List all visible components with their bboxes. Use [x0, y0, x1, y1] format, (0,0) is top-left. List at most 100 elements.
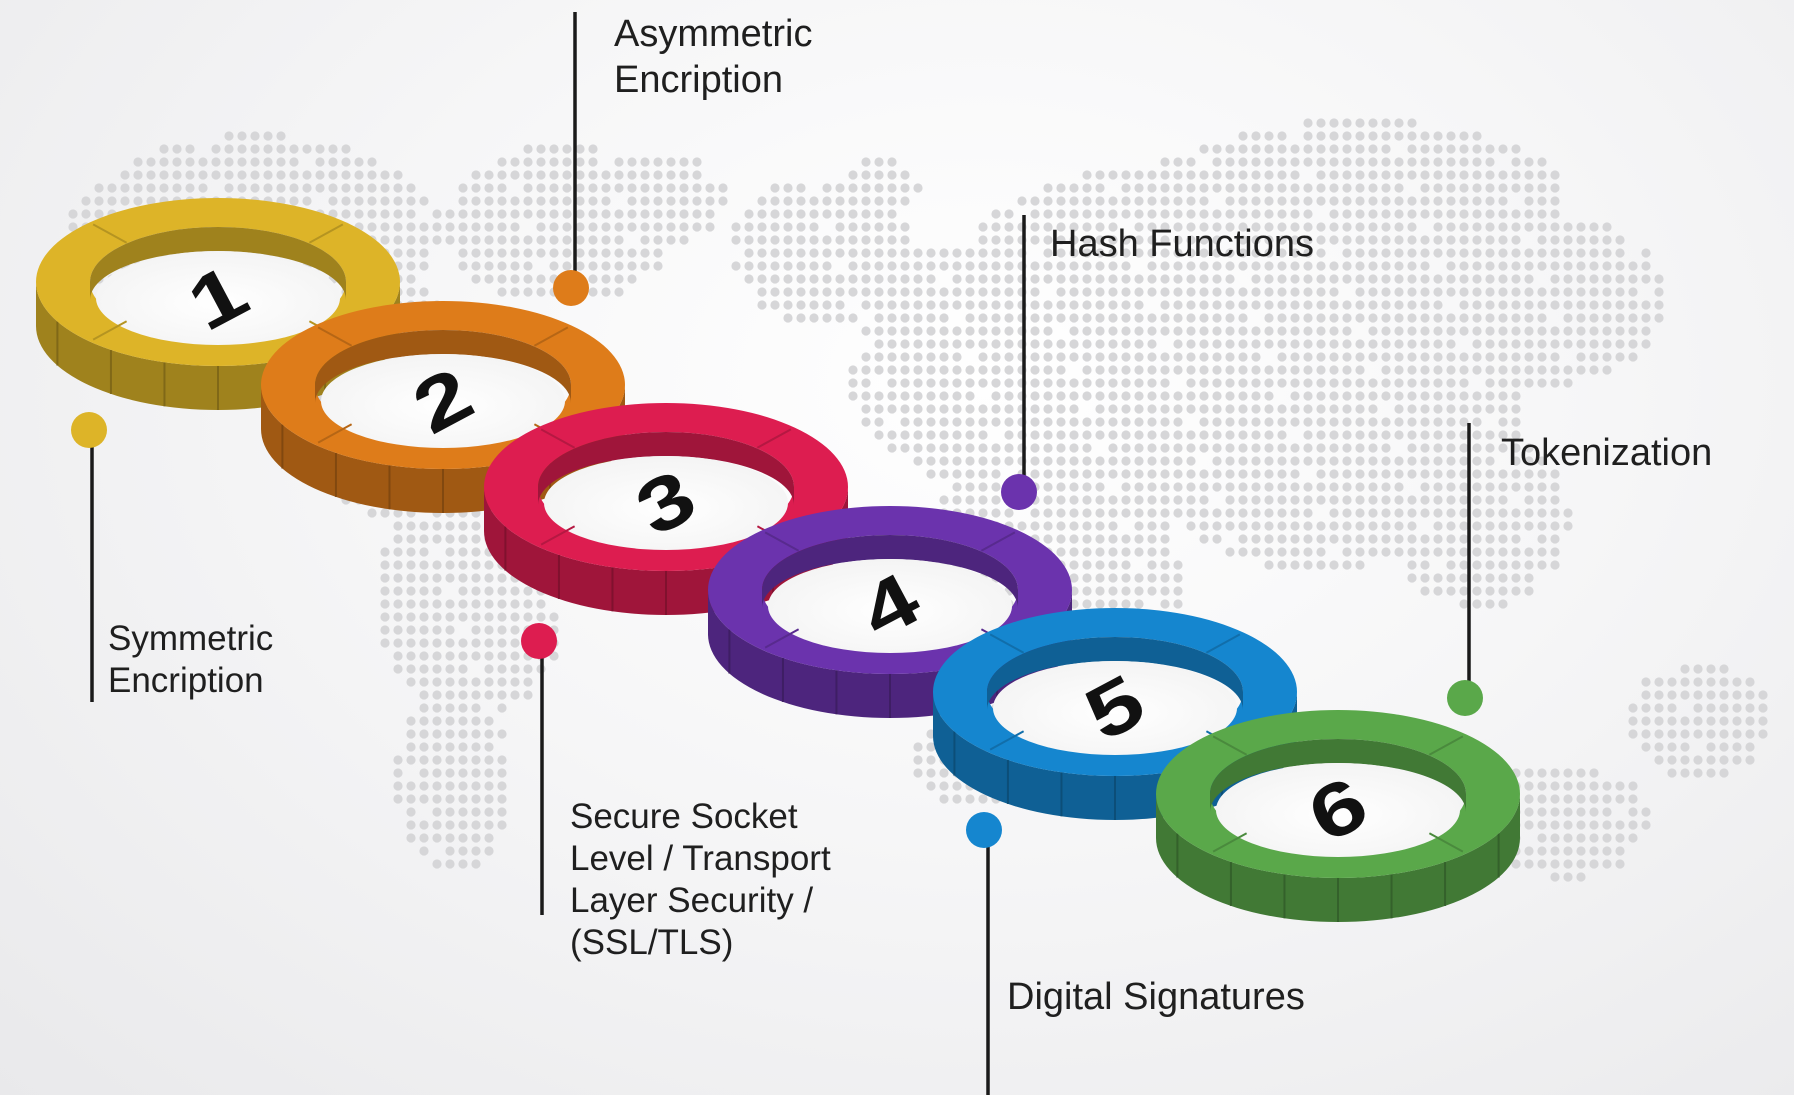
map-dot: [1498, 313, 1508, 323]
map-dot: [1394, 352, 1404, 362]
step-2-label-line-2: Encription: [614, 58, 783, 101]
map-dot: [1303, 183, 1313, 193]
map-dot: [1498, 170, 1508, 180]
map-dot: [1446, 573, 1456, 583]
map-dot: [1433, 196, 1443, 206]
map-dot: [1342, 313, 1352, 323]
map-dot: [497, 573, 507, 583]
map-dot: [1420, 326, 1430, 336]
map-dot: [445, 209, 455, 219]
map-dot: [1498, 495, 1508, 505]
map-dot: [1082, 443, 1092, 453]
map-dot: [1173, 560, 1183, 570]
map-dot: [1342, 118, 1352, 128]
map-dot: [1303, 118, 1313, 128]
map-dot: [1290, 495, 1300, 505]
map-dot: [1212, 365, 1222, 375]
map-dot: [1108, 378, 1118, 388]
map-dot: [1147, 209, 1157, 219]
map-dot: [1030, 209, 1040, 219]
map-dot: [965, 300, 975, 310]
map-dot: [1446, 417, 1456, 427]
map-dot: [718, 196, 728, 206]
map-dot: [1199, 274, 1209, 284]
map-dot: [952, 326, 962, 336]
map-dot: [1251, 404, 1261, 414]
map-dot: [432, 859, 442, 869]
map-dot: [1511, 391, 1521, 401]
map-dot: [120, 170, 130, 180]
map-dot: [1524, 820, 1534, 830]
map-dot: [1303, 144, 1313, 154]
map-dot: [224, 183, 234, 193]
map-dot: [926, 469, 936, 479]
map-dot: [1342, 326, 1352, 336]
map-dot: [1238, 521, 1248, 531]
map-dot: [471, 248, 481, 258]
map-dot: [874, 313, 884, 323]
map-dot: [1394, 534, 1404, 544]
map-dot: [900, 313, 910, 323]
map-dot: [978, 443, 988, 453]
map-dot: [1680, 729, 1690, 739]
map-dot: [1615, 339, 1625, 349]
map-dot: [1628, 274, 1638, 284]
map-dot: [1160, 222, 1170, 232]
map-dot: [1524, 508, 1534, 518]
map-dot: [1407, 560, 1417, 570]
map-dot: [471, 716, 481, 726]
map-dot: [380, 638, 390, 648]
map-dot: [1277, 274, 1287, 284]
map-dot: [1355, 521, 1365, 531]
map-dot: [887, 196, 897, 206]
map-dot: [1056, 508, 1066, 518]
map-dot: [497, 183, 507, 193]
map-dot: [1589, 781, 1599, 791]
map-dot: [1563, 521, 1573, 531]
map-dot: [1251, 430, 1261, 440]
map-dot: [510, 287, 520, 297]
map-dot: [861, 352, 871, 362]
map-dot: [1147, 287, 1157, 297]
map-dot: [406, 547, 416, 557]
map-dot: [1121, 170, 1131, 180]
map-dot: [1251, 495, 1261, 505]
map-dot: [874, 222, 884, 232]
map-dot: [1407, 391, 1417, 401]
map-dot: [731, 222, 741, 232]
map-dot: [913, 352, 923, 362]
map-dot: [913, 768, 923, 778]
map-dot: [965, 378, 975, 388]
map-dot: [1654, 755, 1664, 765]
map-dot: [1108, 261, 1118, 271]
map-dot: [900, 352, 910, 362]
map-dot: [1238, 352, 1248, 362]
map-dot: [1329, 352, 1339, 362]
map-dot: [1316, 326, 1326, 336]
map-dot: [458, 846, 468, 856]
map-dot: [913, 339, 923, 349]
map-dot: [1420, 352, 1430, 362]
map-dot: [1498, 417, 1508, 427]
map-dot: [679, 209, 689, 219]
map-dot: [1381, 378, 1391, 388]
map-dot: [484, 755, 494, 765]
map-dot: [991, 443, 1001, 453]
map-dot: [1277, 222, 1287, 232]
ring-top-seam: [989, 730, 1025, 751]
map-dot: [315, 183, 325, 193]
map-dot: [328, 170, 338, 180]
map-dot: [679, 170, 689, 180]
map-dot: [874, 417, 884, 427]
map-dot: [1030, 521, 1040, 531]
map-dot: [1498, 352, 1508, 362]
map-dot: [1472, 300, 1482, 310]
map-dot: [406, 833, 416, 843]
step-3-label-line-3: Layer Security /: [570, 881, 814, 920]
map-dot: [419, 638, 429, 648]
map-dot: [1511, 378, 1521, 388]
map-dot: [1121, 404, 1131, 414]
map-dot: [1472, 599, 1482, 609]
map-dot: [432, 521, 442, 531]
map-dot: [1264, 339, 1274, 349]
